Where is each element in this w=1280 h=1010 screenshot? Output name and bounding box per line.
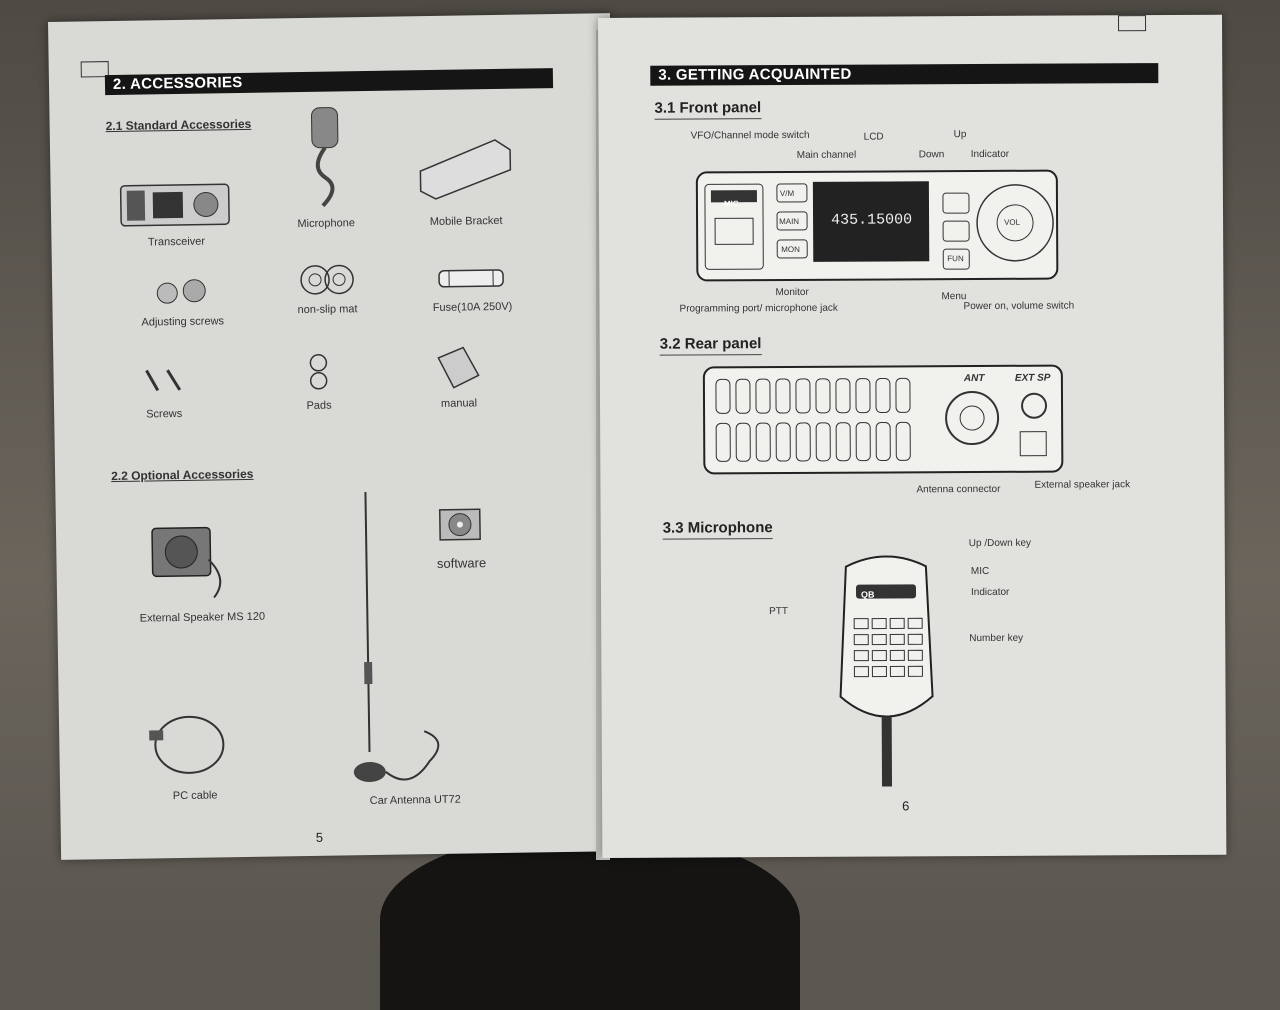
bracket-icon xyxy=(415,140,516,202)
manual-icon xyxy=(433,345,484,391)
item-caption-microphone: Microphone xyxy=(276,217,376,231)
rear-panel-diagram xyxy=(704,366,1065,478)
non-slip-mat-icon xyxy=(297,262,358,298)
label-ptt: PTT xyxy=(769,606,788,617)
label-vfo-switch: VFO/Channel mode switch xyxy=(691,130,810,142)
item-caption-pads: Pads xyxy=(279,399,359,412)
item-caption-fuse: Fuse(10A 250V) xyxy=(412,300,532,314)
lcd-frequency: 435.15000 xyxy=(831,211,912,228)
label-programming-port: Programming port/ microphone jack xyxy=(679,303,837,315)
label-mic-indicator: Indicator xyxy=(971,587,1009,598)
label-lcd: LCD xyxy=(864,132,884,143)
label-power-volume: Power on, volume switch xyxy=(963,301,1074,313)
item-caption-adjusting-screws: Adjusting screws xyxy=(123,315,243,329)
label-antenna-connector: Antenna connector xyxy=(916,484,1000,495)
label-ext-sp: EXT SP xyxy=(1015,373,1051,384)
mic-brand: QB xyxy=(861,590,875,600)
adjusting-screws-icon xyxy=(152,274,213,310)
page-number-right: 6 xyxy=(902,798,909,813)
label-main-channel: Main channel xyxy=(797,150,857,161)
left-page: 2. ACCESSORIES 2.1 Standard Accessories … xyxy=(48,13,623,860)
label-up: Up xyxy=(954,129,967,140)
standard-accessories-heading: 2.1 Standard Accessories xyxy=(106,117,252,133)
optional-accessories-heading: 2.2 Optional Accessories xyxy=(111,467,253,483)
button-vm: V/M xyxy=(780,189,794,198)
label-ant: ANT xyxy=(964,373,985,384)
transceiver-icon xyxy=(121,179,232,231)
item-caption-external-speaker: External Speaker MS 120 xyxy=(132,611,272,625)
label-external-speaker-jack: External speaker jack xyxy=(1034,479,1130,491)
label-mic: MIC xyxy=(971,566,989,577)
pads-icon xyxy=(303,353,334,393)
rear-panel-heading: 3.2 Rear panel xyxy=(660,335,762,356)
item-caption-transceiver: Transceiver xyxy=(131,235,221,248)
item-caption-manual: manual xyxy=(419,397,499,410)
label-indicator: Indicator xyxy=(971,149,1009,160)
label-up-down-key: Up /Down key xyxy=(969,538,1031,549)
tab-marker-right xyxy=(1118,15,1146,31)
item-caption-screws: Screws xyxy=(124,408,204,421)
button-fun: FUN xyxy=(947,254,964,263)
section-title-getting-acquainted: 3. GETTING ACQUAINTED xyxy=(650,63,1158,86)
item-caption-pc-cable: PC cable xyxy=(150,789,240,802)
label-down: Down xyxy=(919,149,945,160)
screws-icon xyxy=(141,365,186,396)
external-speaker-icon xyxy=(148,519,239,600)
item-caption-car-antenna: Car Antenna UT72 xyxy=(350,793,480,807)
button-mon: MON xyxy=(781,245,800,254)
mic-jack-label: MIC xyxy=(724,199,739,208)
microphone-icon xyxy=(299,107,351,208)
microphone-heading: 3.3 Microphone xyxy=(663,519,773,540)
front-panel-heading: 3.1 Front panel xyxy=(654,99,761,120)
item-caption-mobile-bracket: Mobile Bracket xyxy=(411,215,521,229)
label-number-key: Number key xyxy=(969,633,1023,644)
button-vol: VOL xyxy=(1004,218,1020,227)
pc-cable-icon xyxy=(144,709,235,780)
car-antenna-icon xyxy=(345,491,460,793)
item-caption-non-slip-mat: non-slip mat xyxy=(272,303,382,317)
right-page: 3. GETTING ACQUAINTED 3.1 Front panel VF… xyxy=(598,15,1226,858)
button-main: MAIN xyxy=(779,217,799,226)
section-title-accessories: 2. ACCESSORIES xyxy=(105,68,553,95)
page-number-left: 5 xyxy=(316,830,323,845)
microphone-diagram xyxy=(826,546,947,787)
label-monitor: Monitor xyxy=(775,287,808,298)
fuse-icon xyxy=(437,267,507,290)
